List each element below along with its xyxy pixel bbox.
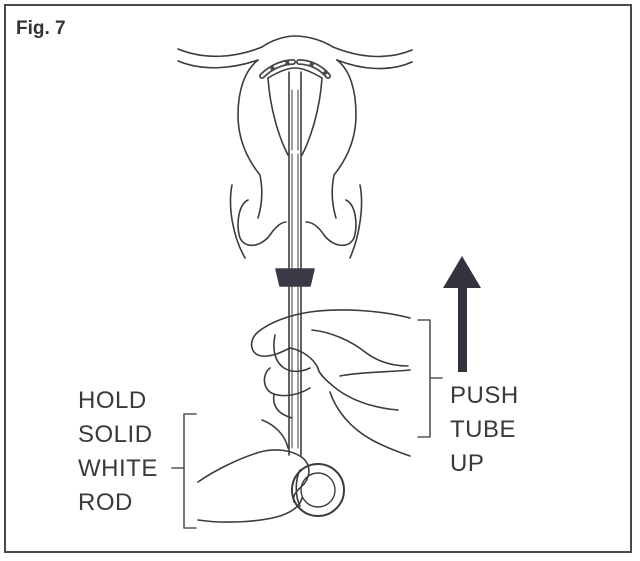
caption-line: UP xyxy=(450,450,485,477)
caption-line: WHITE xyxy=(78,455,158,482)
caption-line: PUSH xyxy=(450,382,519,409)
bracket-hold xyxy=(171,413,197,529)
figure-frame xyxy=(4,4,632,553)
caption-line: TUBE xyxy=(450,416,517,443)
bracket-push xyxy=(417,319,443,438)
inserter-tube xyxy=(288,71,302,456)
iud-arms xyxy=(259,59,331,79)
figure-label: Fig. 7 xyxy=(16,18,66,39)
holding-hand xyxy=(197,419,345,523)
push-tube-caption: PUSH TUBE UP xyxy=(450,379,519,481)
flange xyxy=(275,268,315,287)
caption-line: HOLD xyxy=(78,387,147,414)
hold-rod-caption: HOLD SOLID WHITE ROD xyxy=(78,384,158,520)
uterus-outline xyxy=(177,35,413,259)
pushing-hand xyxy=(250,309,411,457)
upward-arrow-icon xyxy=(443,256,481,372)
caption-line: SOLID xyxy=(78,421,153,448)
caption-line: ROD xyxy=(78,489,133,516)
